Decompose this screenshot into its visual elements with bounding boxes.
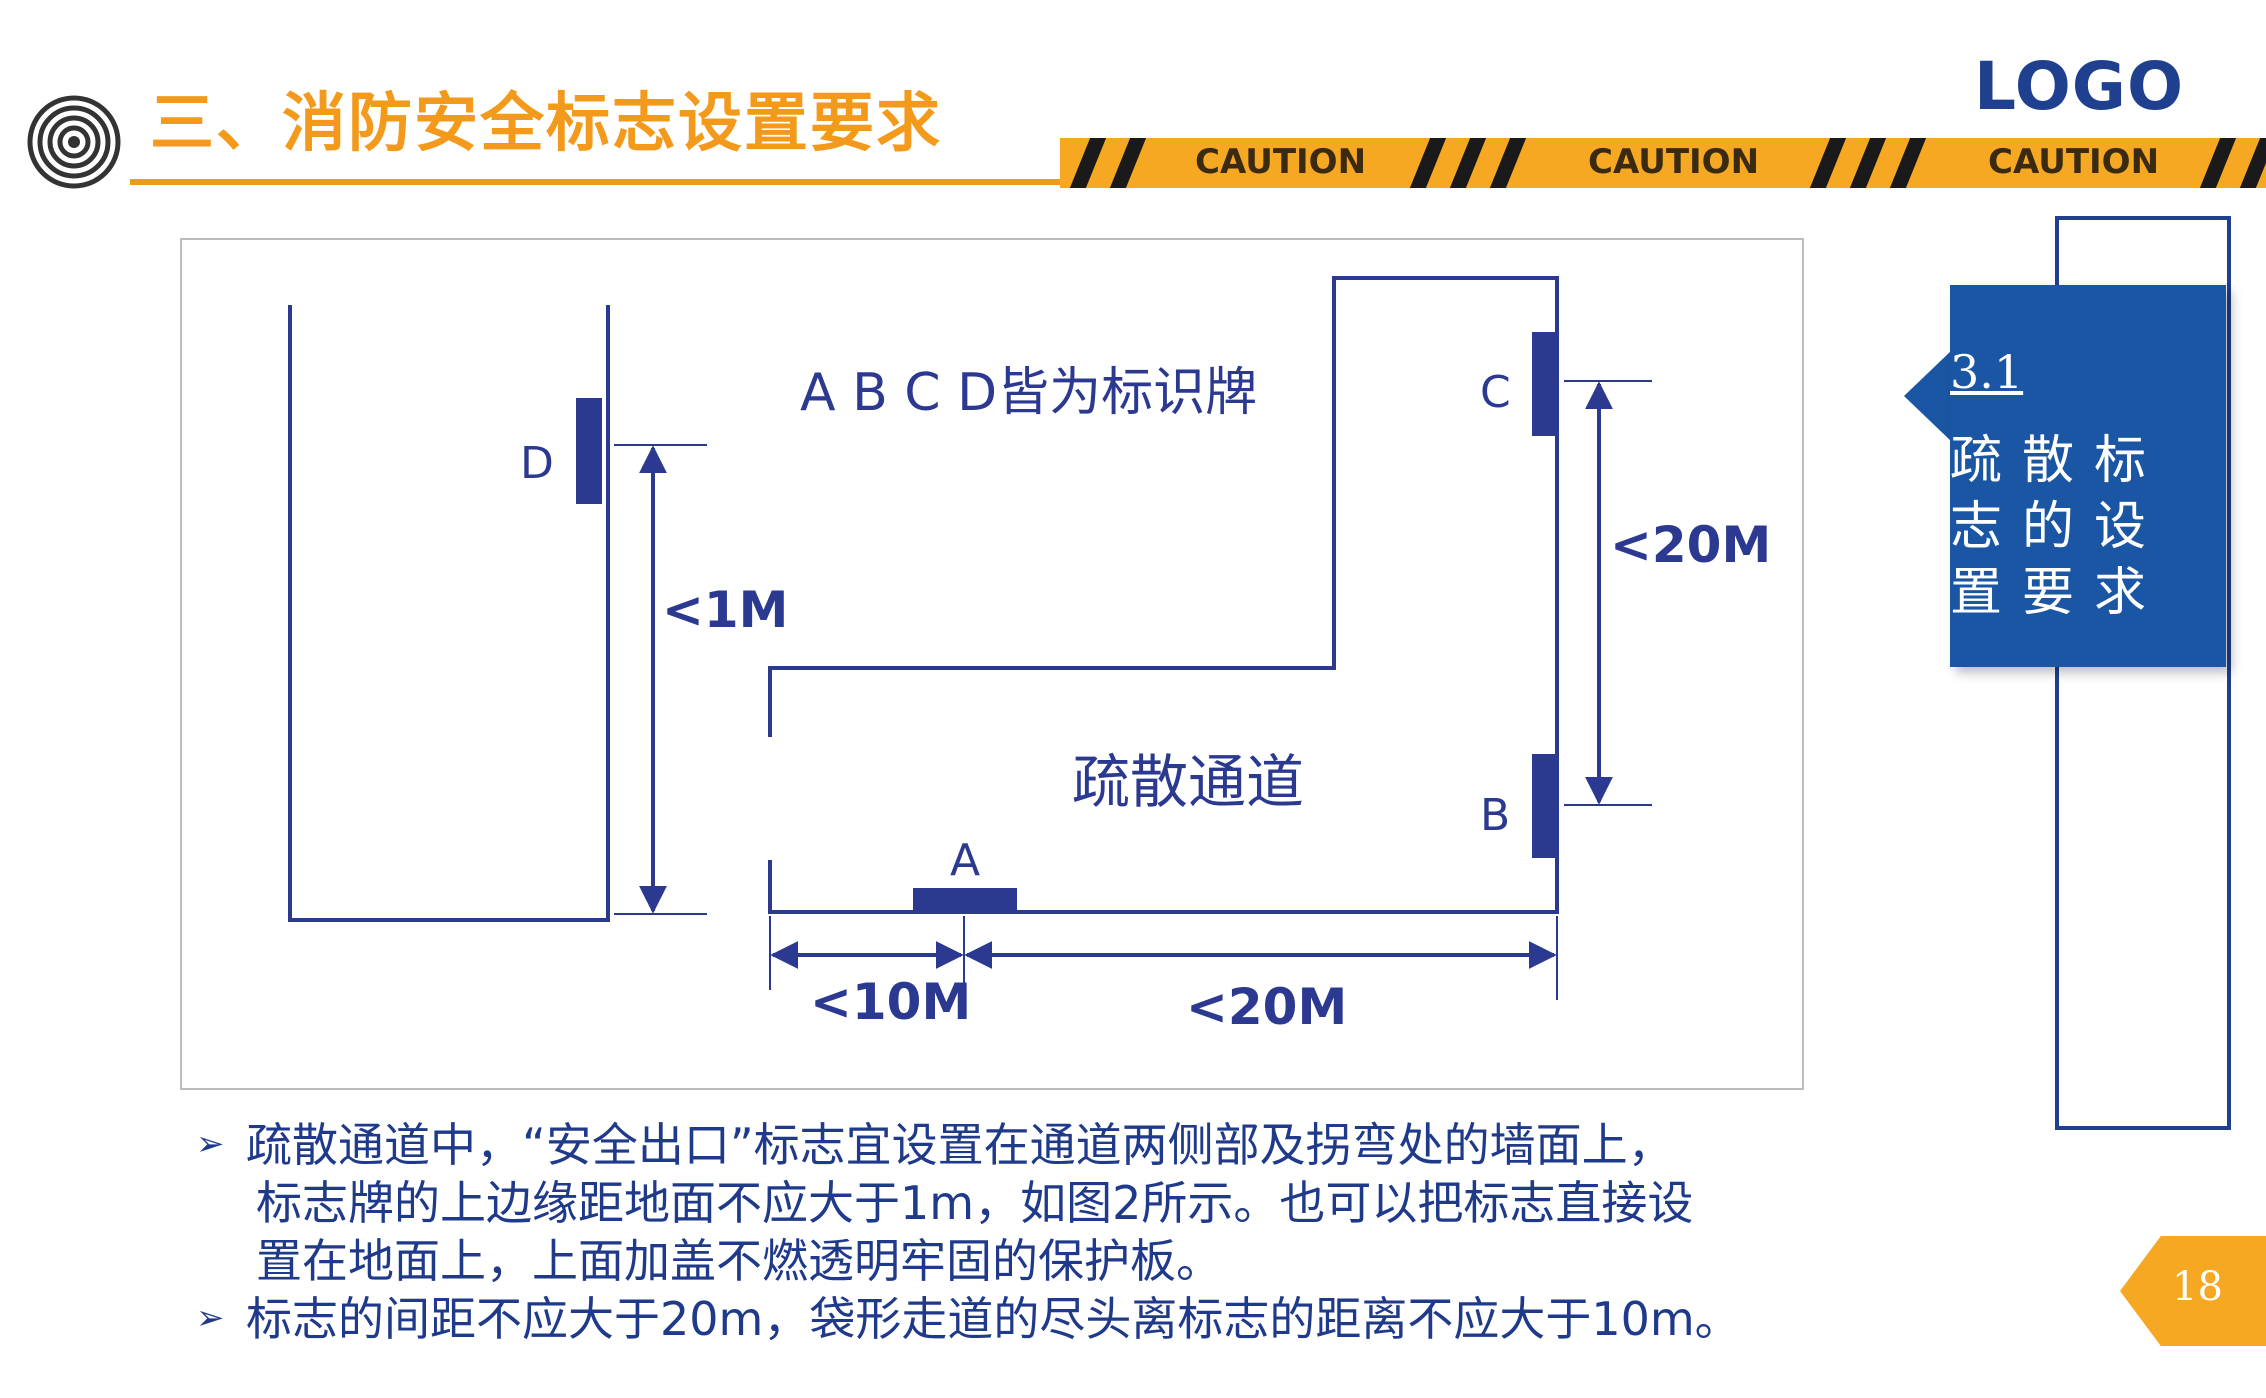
sign-d xyxy=(576,398,602,504)
evacuation-diagram: A B C D皆为标识牌 疏散通道 D C B A <1M <20M <10M … xyxy=(180,238,1804,1090)
bullet-arrow-icon: ➢ xyxy=(196,1298,225,1338)
label-a: A xyxy=(950,835,980,886)
dim-10m-label: <10M xyxy=(810,973,971,1031)
caution-label: CAUTION xyxy=(1988,142,2160,182)
page-number: 18 xyxy=(2172,1264,2223,1310)
dim-20m-vertical-label: <20M xyxy=(1610,516,1771,574)
section-number: 3.1 xyxy=(1950,345,2024,399)
bullet-line: 疏散通道中，“安全出口”标志宜设置在通道两侧部及拐弯处的墙面上， xyxy=(246,1118,1674,1172)
caution-tape: CAUTION CAUTION CAUTION xyxy=(1060,138,2266,188)
left-room-wall xyxy=(288,305,610,922)
sign-b xyxy=(1532,754,1558,858)
bullet-line: 标志的间距不应大于20m，袋形走道的尽头离标志的距离不应大于10m。 xyxy=(246,1292,1741,1346)
caution-label: CAUTION xyxy=(1195,142,1367,182)
caution-label: CAUTION xyxy=(1588,142,1760,182)
dim-20m-horizontal-label: <20M xyxy=(1186,978,1347,1036)
label-d: D xyxy=(520,438,554,489)
sign-a xyxy=(913,888,1017,912)
label-c: C xyxy=(1480,367,1511,418)
bullet-line: 标志牌的上边缘距地面不应大于1m，如图2所示。也可以把标志直接设 xyxy=(256,1176,1694,1230)
caption-signs: A B C D皆为标识牌 xyxy=(800,363,1257,423)
hose-reel-icon xyxy=(27,95,121,189)
logo: LOGO xyxy=(1974,48,2185,125)
corridor-upper-wall xyxy=(768,276,1559,914)
section-title: 疏散标志的设置要求 xyxy=(1950,431,2167,623)
page-title: 三、消防安全标志设置要求 xyxy=(150,87,942,161)
dim-1m-label: <1M xyxy=(662,581,788,639)
sign-c xyxy=(1532,332,1558,436)
panel-pointer xyxy=(1904,350,1952,442)
bullet-arrow-icon: ➢ xyxy=(196,1124,225,1164)
corridor-label: 疏散通道 xyxy=(1072,748,1304,816)
title-underline xyxy=(130,179,1090,185)
bullet-line: 置在地面上，上面加盖不燃透明牢固的保护板。 xyxy=(256,1234,1222,1288)
label-b: B xyxy=(1480,790,1510,841)
section-card xyxy=(1950,285,2226,667)
